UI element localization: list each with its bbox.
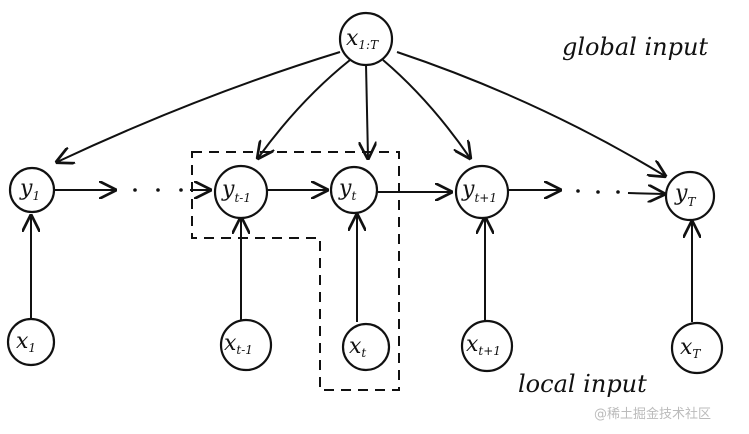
arrow-global-to-yT xyxy=(396,51,665,176)
dots-right xyxy=(576,189,620,194)
node-y-1: y1 xyxy=(8,166,56,214)
arrow-global-to-yt+1 xyxy=(382,59,470,158)
node-x-1: x1 xyxy=(6,317,56,367)
arrow-global-to-y1 xyxy=(57,51,341,162)
svg-text:xt: xt xyxy=(349,334,366,360)
node-y-t-minus-1: yt-1 xyxy=(213,164,269,220)
svg-text:yt-1: yt-1 xyxy=(221,177,251,205)
chain-arrows xyxy=(54,188,664,194)
svg-text:xt-1: xt-1 xyxy=(224,331,253,357)
local-input-label: local input xyxy=(518,370,647,398)
node-y-T: yT xyxy=(664,170,716,222)
svg-text:xT: xT xyxy=(680,335,701,361)
arrow-dots-to-yT xyxy=(627,193,664,194)
node-y-t-plus-1: yt+1 xyxy=(454,164,510,220)
svg-text:yT: yT xyxy=(674,181,696,209)
svg-text:yt+1: yt+1 xyxy=(461,177,497,205)
watermark: @稀土掘金技术社区 xyxy=(594,406,711,422)
dots-left xyxy=(133,188,183,192)
node-x-t: xt xyxy=(341,322,391,372)
global-input-label: global input xyxy=(562,33,708,61)
dashed-window xyxy=(191,151,400,391)
node-y-t: yt xyxy=(329,165,379,215)
node-x-T: xT xyxy=(670,321,724,375)
global-input-arrows xyxy=(57,51,665,176)
svg-text:x1:T: x1:T xyxy=(346,26,379,52)
node-x-global: x1:T xyxy=(338,11,394,67)
arrow-global-to-yt xyxy=(366,63,368,158)
arrow-global-to-yt-1 xyxy=(258,59,351,158)
local-input-arrows xyxy=(31,215,692,322)
svg-text:yt: yt xyxy=(338,176,356,203)
svg-text:xt+1: xt+1 xyxy=(466,332,501,358)
svg-text:x1: x1 xyxy=(16,329,36,355)
node-x-t-plus-1: xt+1 xyxy=(460,319,514,373)
node-x-t-minus-1: xt-1 xyxy=(219,318,273,372)
svg-text:y1: y1 xyxy=(19,176,40,203)
